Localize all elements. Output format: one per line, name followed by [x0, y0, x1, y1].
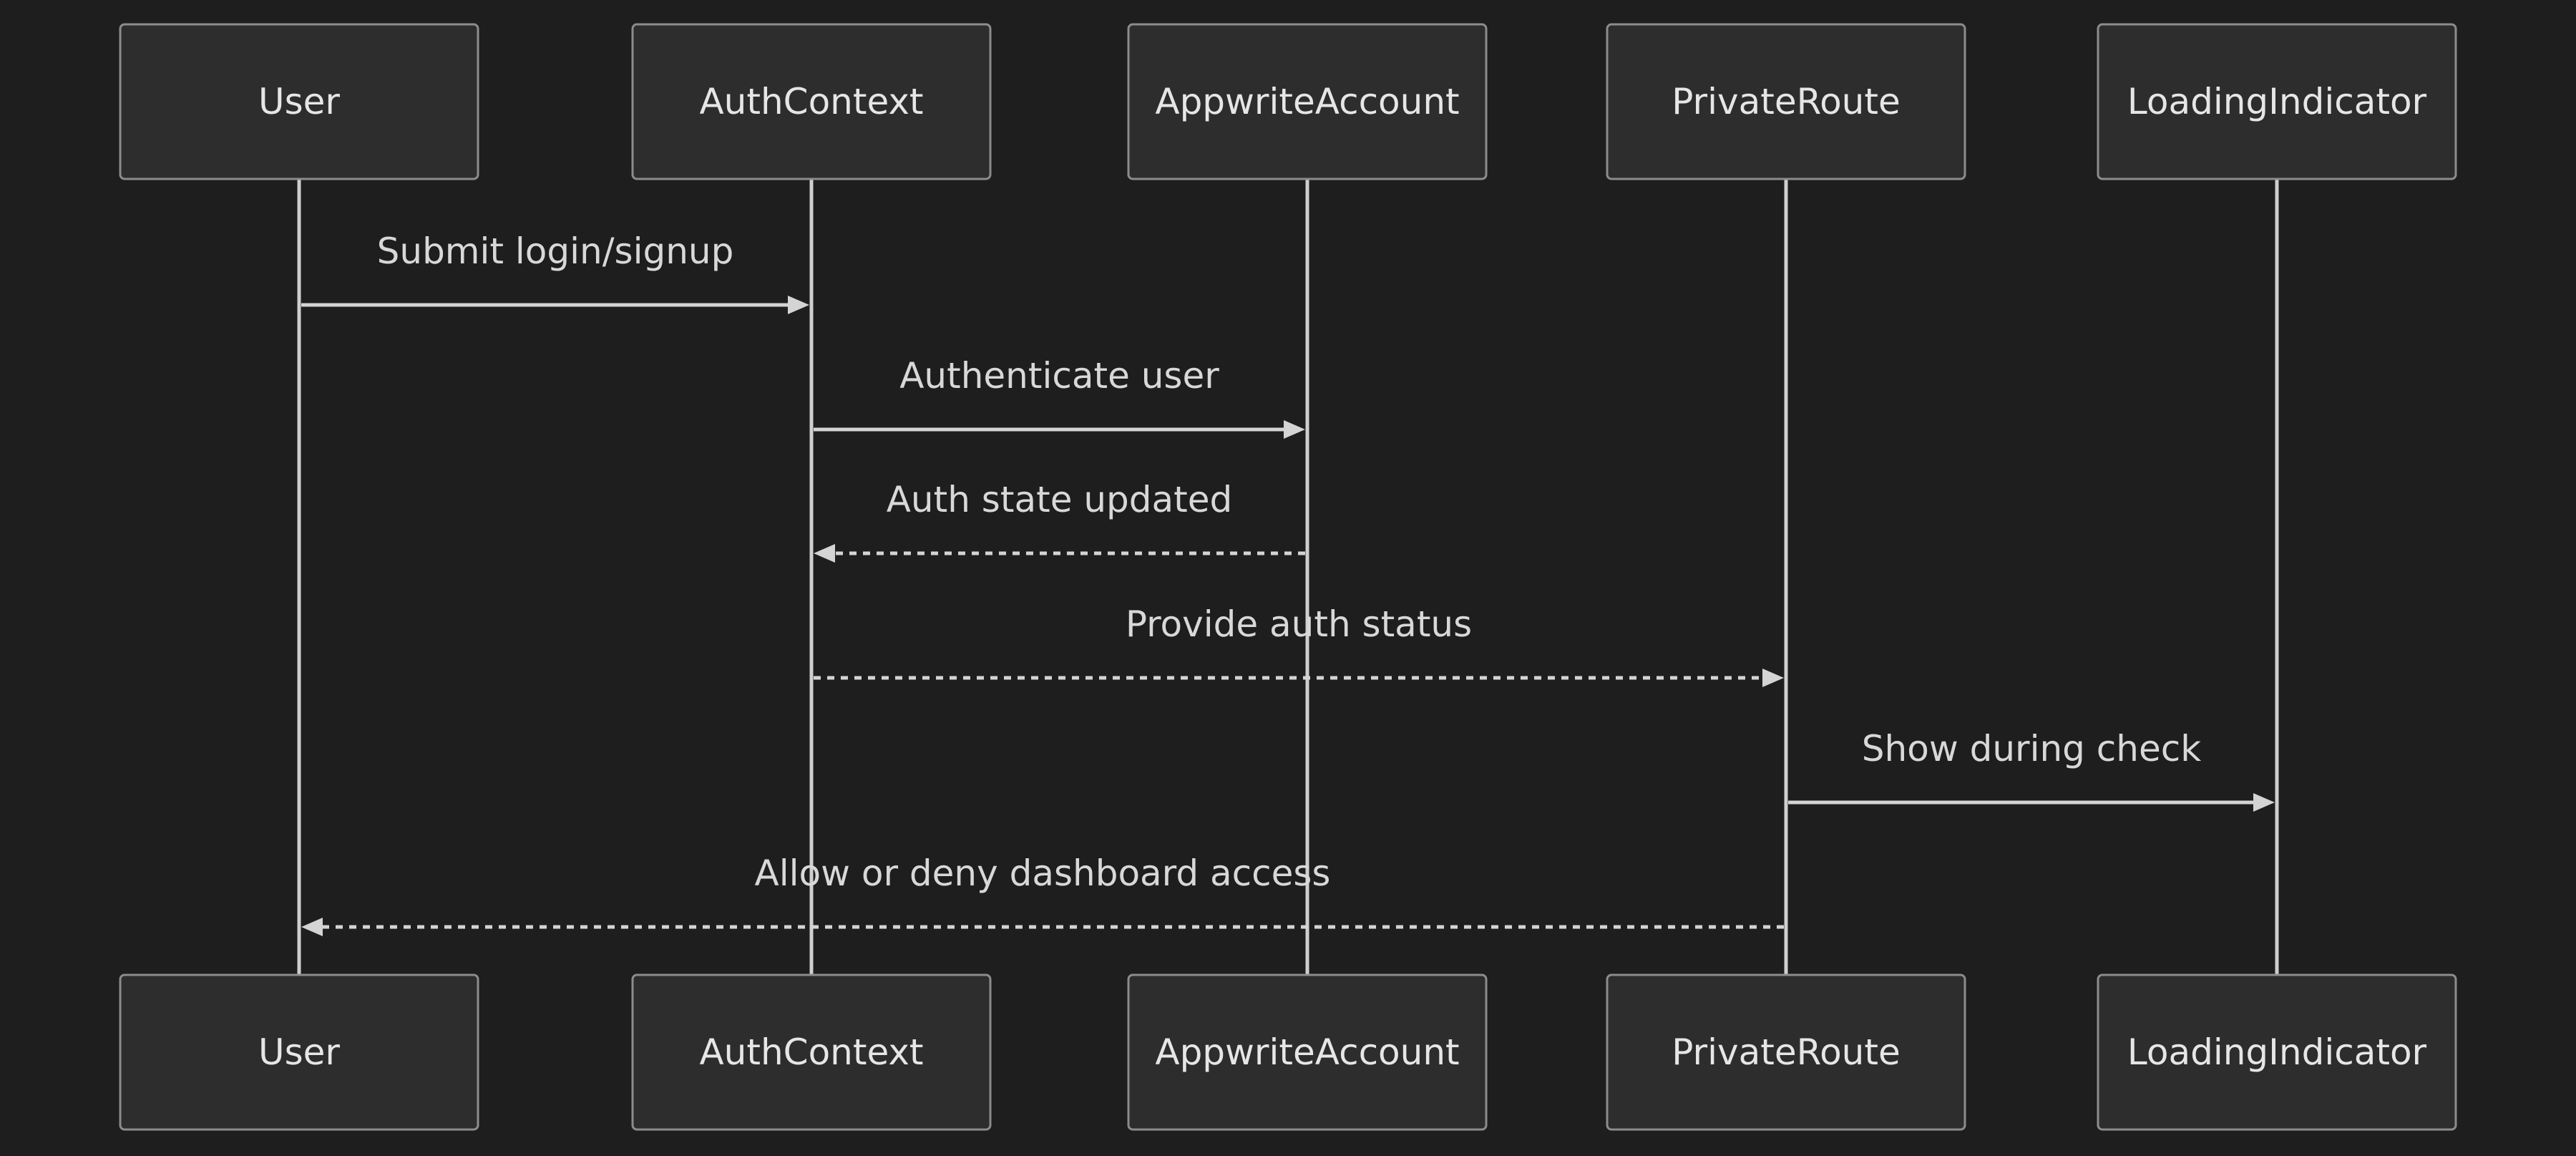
- actor-box: [631, 973, 992, 1131]
- actor-user-top: User: [119, 23, 479, 180]
- arrowhead-icon: [788, 296, 809, 314]
- actor-label: User: [258, 81, 340, 122]
- message-label: Authenticate user: [899, 355, 1219, 397]
- actor-loadingindicator-bottom: LoadingIndicator: [2097, 973, 2457, 1131]
- arrowhead-icon: [1762, 669, 1784, 687]
- actor-privateroute-bottom: PrivateRoute: [1606, 973, 1966, 1131]
- message-1: Submit login/signup: [301, 230, 809, 314]
- actor-box: [1606, 23, 1966, 180]
- actor-label: LoadingIndicator: [2127, 81, 2427, 122]
- actor-user-bottom: User: [119, 973, 479, 1131]
- actors-bottom: User AuthContext AppwriteAccount PrivateRou…: [119, 973, 2457, 1131]
- message-3: Auth state updated: [814, 479, 1305, 563]
- actor-loadingindicator-top: LoadingIndicator: [2097, 23, 2457, 180]
- actor-label: AuthContext: [699, 1031, 923, 1073]
- message-label: Auth state updated: [887, 479, 1233, 520]
- arrowhead-icon: [1284, 420, 1305, 439]
- message-label: Provide auth status: [1126, 603, 1472, 645]
- actor-box: [1127, 23, 1488, 180]
- actor-label: AppwriteAccount: [1155, 81, 1459, 122]
- message-label: Allow or deny dashboard access: [755, 853, 1331, 894]
- actors-top: User AuthContext AppwriteAccount PrivateRou…: [119, 23, 2457, 180]
- actor-label: AuthContext: [699, 81, 923, 122]
- actor-box: [2097, 973, 2457, 1131]
- actor-box: [1127, 973, 1488, 1131]
- actor-box: [1606, 973, 1966, 1131]
- arrowhead-icon: [2253, 793, 2275, 812]
- message-6: Allow or deny dashboard access: [301, 853, 1784, 936]
- actor-authcontext-top: AuthContext: [631, 23, 992, 180]
- actor-label: LoadingIndicator: [2127, 1031, 2427, 1073]
- actor-authcontext-bottom: AuthContext: [631, 973, 992, 1131]
- actor-appwriteaccount-bottom: AppwriteAccount: [1127, 973, 1488, 1131]
- actor-box: [631, 23, 992, 180]
- actor-label: User: [258, 1031, 340, 1073]
- actor-privateroute-top: PrivateRoute: [1606, 23, 1966, 180]
- actor-box: [119, 973, 479, 1131]
- message-label: Submit login/signup: [377, 230, 734, 272]
- message-2: Authenticate user: [814, 355, 1305, 439]
- actor-appwriteaccount-top: AppwriteAccount: [1127, 23, 1488, 180]
- arrowhead-icon: [301, 918, 323, 936]
- actor-label: AppwriteAccount: [1155, 1031, 1459, 1073]
- message-4: Provide auth status: [814, 603, 1784, 687]
- actor-box: [119, 23, 479, 180]
- arrowhead-icon: [814, 544, 835, 563]
- actor-label: PrivateRoute: [1672, 81, 1900, 122]
- lifelines: [297, 179, 2279, 975]
- message-5: Show during check: [1788, 728, 2275, 812]
- actor-box: [2097, 23, 2457, 180]
- message-label: Show during check: [1862, 728, 2201, 769]
- actor-label: PrivateRoute: [1672, 1031, 1900, 1073]
